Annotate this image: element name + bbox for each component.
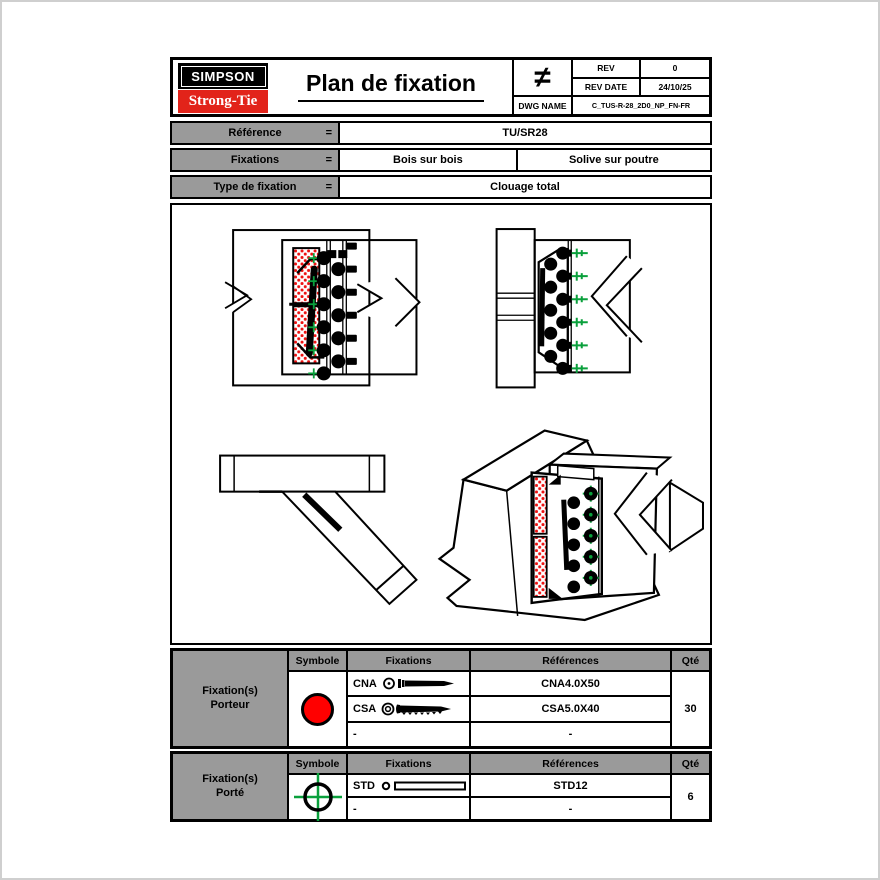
- col-header-references: Références: [471, 754, 670, 773]
- revision-block: ≠ REV 0 REV DATE 24/10/25 DWG NAME C_TUS…: [512, 60, 709, 114]
- technical-drawing: [219, 228, 704, 622]
- col-header-symbole: Symbole: [289, 651, 346, 670]
- equals-sign: =: [325, 181, 332, 193]
- equals-sign: =: [325, 154, 332, 166]
- symbol-cell-porteur: [289, 672, 346, 746]
- fixation-table-porteur: Fixation(s) Porteur Symbole Fixations Ré…: [170, 648, 712, 749]
- fixations-label-text: Fixations: [230, 154, 280, 166]
- drawing-area: [170, 203, 712, 645]
- info-row-reference: Référence = TU/SR28: [170, 121, 712, 145]
- rev-label: REV: [573, 60, 639, 77]
- reference-label-text: Référence: [228, 127, 282, 139]
- group-label-porteur: Fixation(s) Porteur: [173, 651, 287, 746]
- fixation-row-dash: -: [348, 722, 469, 746]
- view-side: [495, 228, 643, 389]
- logo-strongtie-text: Strong-Tie: [178, 90, 268, 113]
- view-3d: [437, 429, 704, 622]
- rev-date-value: 24/10/25: [641, 78, 709, 96]
- logo-simpson-text: SIMPSON: [180, 65, 266, 87]
- col-header-references: Références: [471, 651, 670, 670]
- group-label-line1: Fixation(s): [202, 684, 258, 697]
- view-plan: [219, 454, 418, 606]
- fixation-row-cna: CNA: [348, 672, 469, 696]
- csa-screw-icon: [381, 702, 452, 716]
- col-header-qte: Qté: [672, 754, 709, 773]
- rev-date-label: REV DATE: [573, 78, 639, 96]
- std-dowel-icon: [381, 781, 466, 790]
- group-label-line2: Porté: [215, 786, 245, 799]
- view-front-elevation: [224, 229, 421, 387]
- fixation-code: CSA: [353, 702, 377, 715]
- col-header-fixations: Fixations: [348, 651, 469, 670]
- dwg-name-label: DWG NAME: [514, 97, 571, 114]
- fixation-row-std: STD: [348, 775, 469, 796]
- dwg-name-value: C_TUS-R-28_2D0_NP_FN-FR: [573, 97, 709, 114]
- col-header-fixations: Fixations: [348, 754, 469, 773]
- type-fixation-label: Type de fixation =: [172, 177, 340, 197]
- reference-csa: CSA5.0X40: [471, 697, 670, 721]
- symbol-cell-porte: [289, 773, 346, 821]
- type-fixation-label-text: Type de fixation: [213, 181, 297, 193]
- reference-dash: -: [471, 722, 670, 746]
- col-header-symbole: Symbole: [289, 754, 346, 773]
- qty-porte: 6: [672, 775, 709, 819]
- reference-label: Référence =: [172, 123, 340, 143]
- cna-nail-icon: [382, 677, 454, 690]
- drawing-sheet: SIMPSON Strong-Tie Plan de fixation ≠ RE…: [170, 57, 712, 824]
- col-header-qte: Qté: [672, 651, 709, 670]
- reference-dash: -: [471, 798, 670, 819]
- qty-porteur: 30: [672, 672, 709, 746]
- info-row-fixations: Fixations = Bois sur bois Solive sur pou…: [170, 148, 712, 172]
- fixation-table-porte: Fixation(s) Porté Symbole Fixations Réfé…: [170, 751, 712, 822]
- fixation-row-csa: CSA: [348, 697, 469, 721]
- group-label-line2: Porteur: [210, 698, 250, 711]
- logo-simpson: SIMPSON: [178, 63, 268, 89]
- red-circle-symbol: [301, 692, 334, 726]
- reference-std: STD12: [471, 775, 670, 796]
- title-block: SIMPSON Strong-Tie Plan de fixation ≠ RE…: [170, 57, 712, 117]
- info-row-type-fixation: Type de fixation = Clouage total: [170, 175, 712, 199]
- fixations-value-1: Bois sur bois: [393, 154, 463, 166]
- reference-value: TU/SR28: [502, 127, 548, 139]
- fixation-code: CNA: [353, 677, 377, 690]
- sheet-title: Plan de fixation: [273, 70, 509, 102]
- fixation-code: -: [353, 802, 357, 815]
- group-label-porte: Fixation(s) Porté: [173, 754, 287, 819]
- fixation-code: -: [353, 728, 357, 741]
- equals-sign: =: [325, 127, 332, 139]
- crosshair-symbol: [293, 773, 342, 821]
- projection-symbol-icon: ≠: [514, 60, 571, 96]
- fixation-code: STD: [353, 779, 375, 792]
- rev-value: 0: [641, 60, 709, 77]
- type-fixation-value: Clouage total: [490, 181, 560, 193]
- reference-cna: CNA4.0X50: [471, 672, 670, 696]
- fixation-row-dash: -: [348, 798, 469, 819]
- group-label-line1: Fixation(s): [202, 772, 258, 785]
- sheet-title-text: Plan de fixation: [298, 70, 484, 102]
- fixations-label: Fixations =: [172, 150, 340, 170]
- fixations-value-2: Solive sur poutre: [515, 150, 710, 170]
- simpson-strongtie-logo: SIMPSON Strong-Tie: [178, 63, 268, 113]
